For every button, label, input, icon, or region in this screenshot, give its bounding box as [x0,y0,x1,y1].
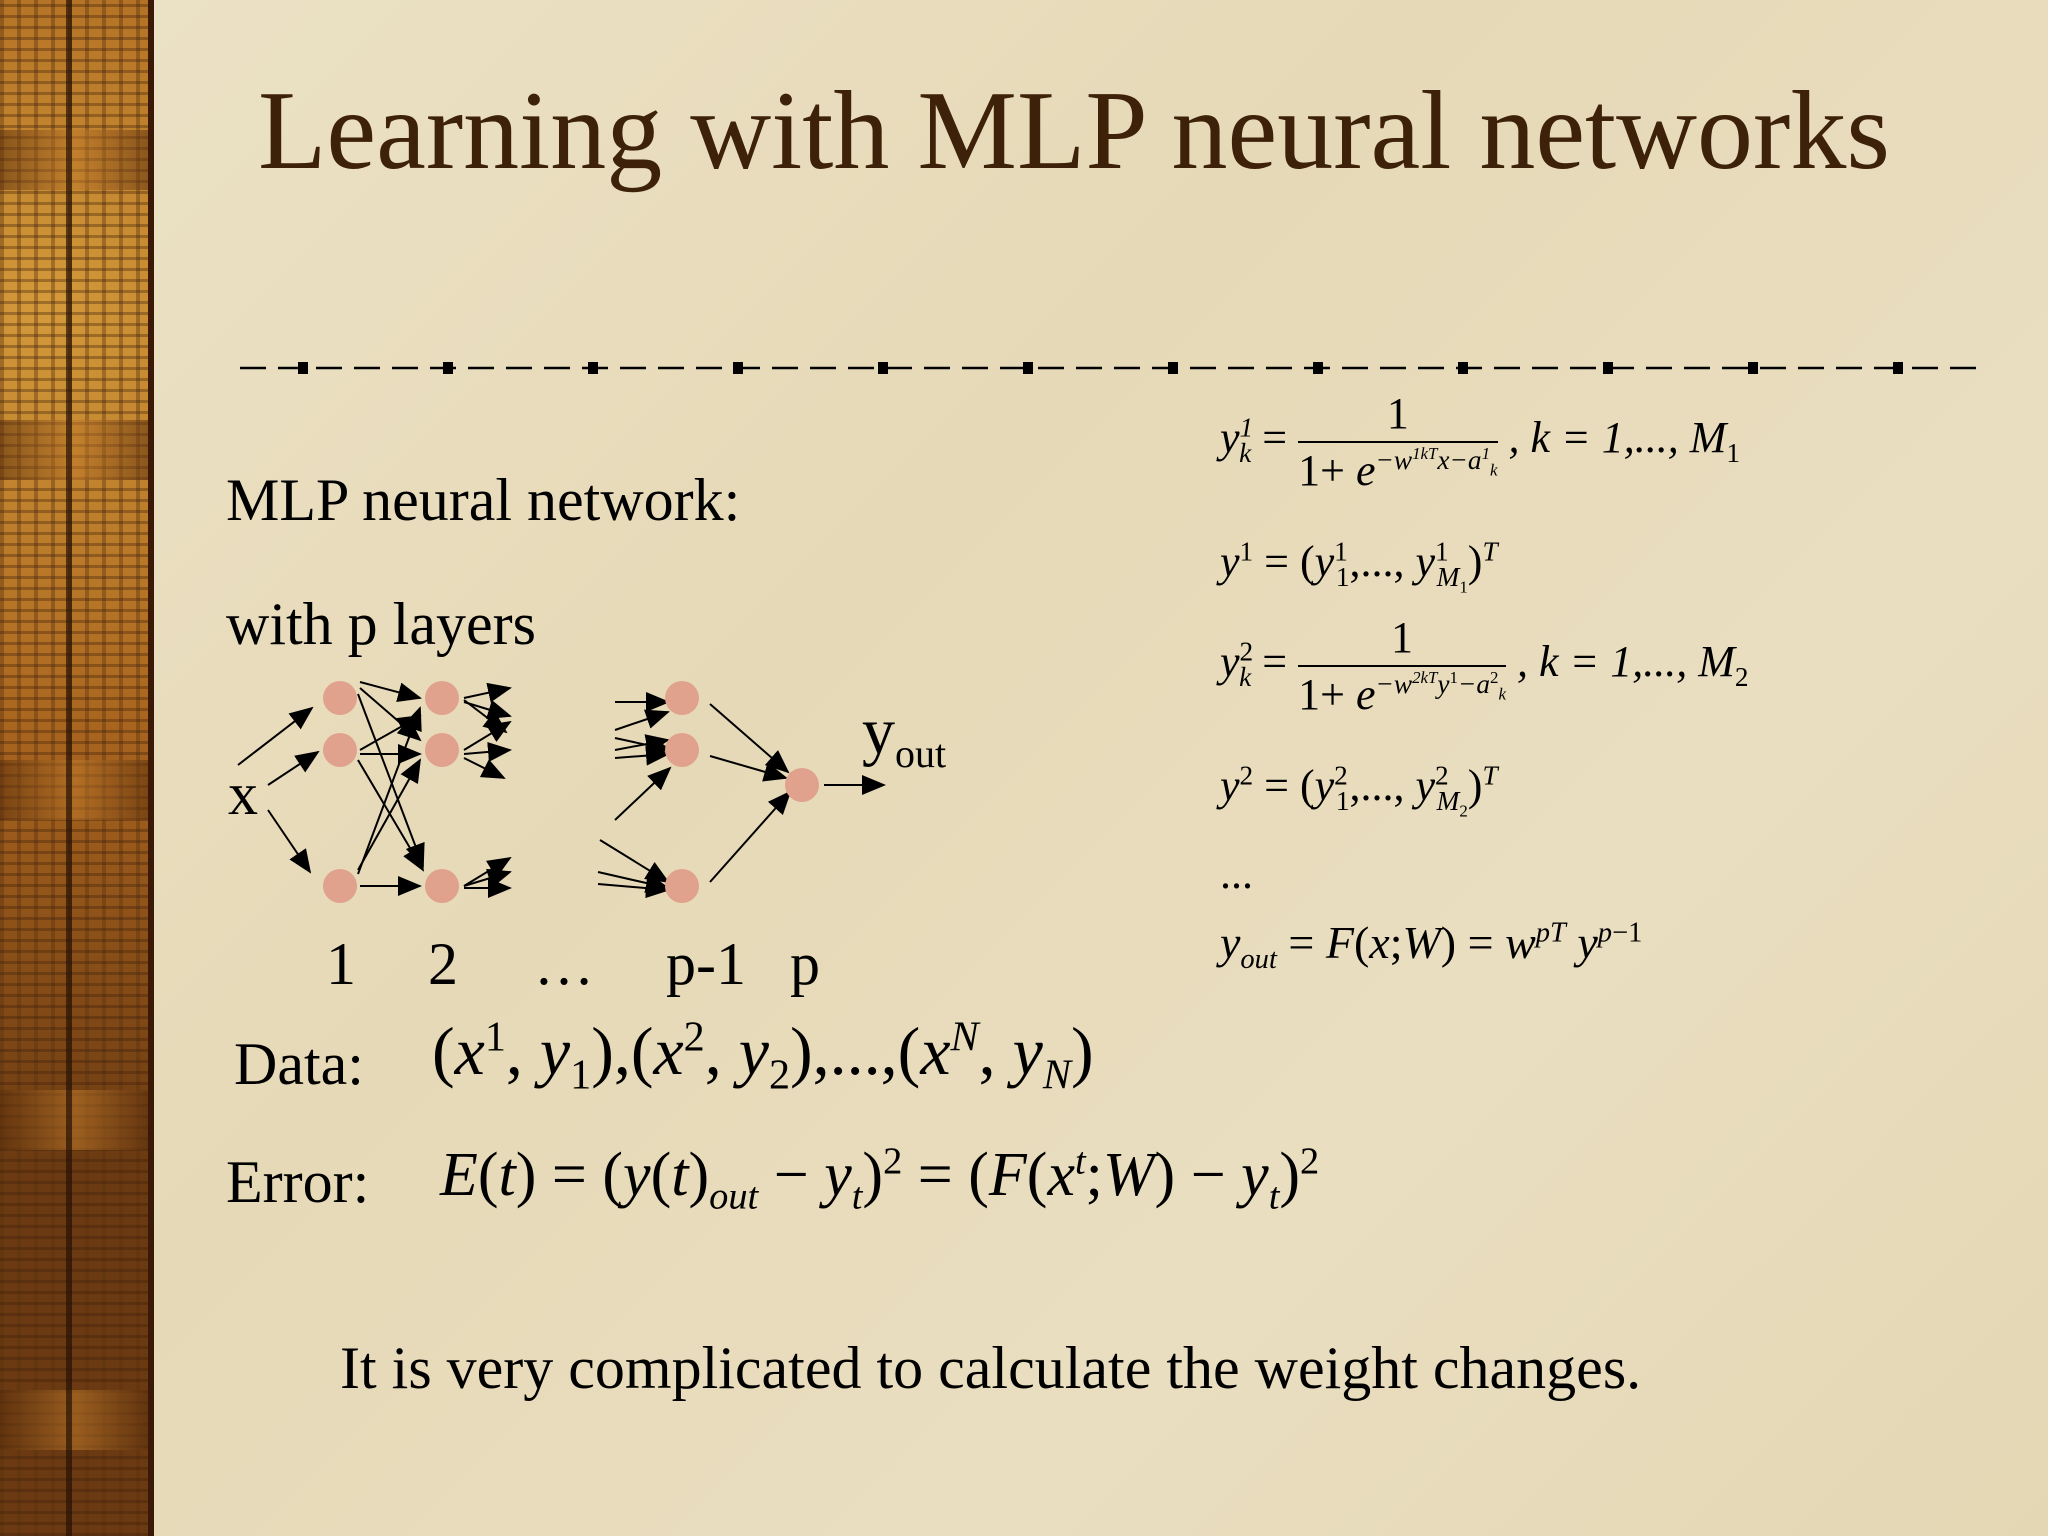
mlp-heading: MLP neural network: [226,467,741,533]
layer-label-1: 1 [326,931,356,997]
border-edge [148,0,154,1536]
mlp-network-diagram [237,681,886,903]
layer-label-2: 2 [428,931,458,997]
error-label: Error: [226,1149,370,1215]
network-nodes [323,681,819,903]
data-label: Data: [234,1031,364,1097]
layer-label-p: p [790,931,820,997]
output-label: yout [862,695,947,777]
equation-y1-vector: y1 = (y11,..., y1M1)T [1220,536,1498,597]
decorative-border [0,0,152,1536]
title-divider [240,362,1985,374]
layers-heading: with p layers [226,591,536,657]
equation-y2-vector: y2 = (y21,..., y2M2)T [1220,760,1498,821]
layer-label-ellipsis: … [534,931,594,997]
conclusion-text: It is very complicated to calculate the … [340,1335,1642,1401]
data-equation: (x1, y1),(x2, y2),...,(xN, yN) [432,1013,1094,1099]
border-inner-line [66,0,72,1536]
error-equation: E(t) = (y(t)out − yt)2 = (F(xt;W) − yt)2 [440,1140,1320,1218]
slide-title: Learning with MLP neural networks [258,69,1890,193]
layer-label-p-minus-1: p-1 [666,931,746,997]
equation-yout: yout = F(x;W) = wpT yp−1 [1220,917,1643,976]
equation-ellipsis: ... [1220,849,1253,898]
input-label: x [228,761,258,827]
